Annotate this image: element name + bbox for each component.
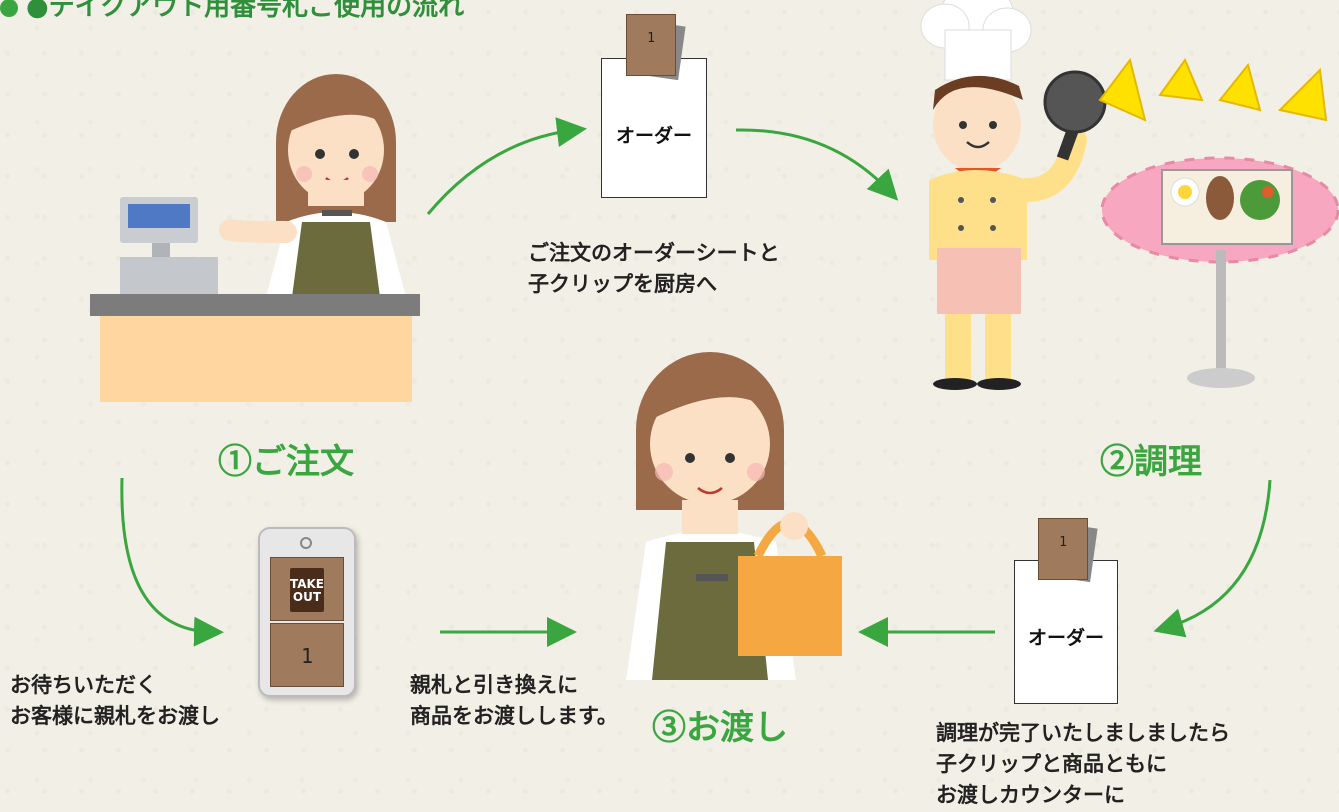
chef-illustration — [920, 0, 1107, 390]
arrow-order-to-tag — [120, 477, 224, 647]
page-title: ●テイクアウト用番号札ご使用の流れ — [0, 0, 464, 23]
desc-exchange: 親札と引き換えに 商品をお渡しします。 — [410, 673, 618, 728]
step-handover-label: ③お渡し — [652, 708, 788, 748]
desc-give-tag: お待ちいただく お客様に親札をお渡し — [10, 673, 220, 728]
step-order-label: ①ご注文 — [218, 442, 354, 482]
clip-top: 1 — [626, 14, 676, 76]
tag-top-panel: TAKE OUT — [270, 557, 344, 621]
clip-bottom: 1 — [1038, 518, 1088, 580]
takeout-bag-icon — [290, 568, 324, 612]
arrow-order-to-sheet — [426, 117, 587, 215]
staff-handover-illustration — [626, 352, 842, 680]
bullet-icon — [0, 0, 18, 17]
tag-hole — [300, 537, 312, 549]
step-cook-label: ②調理 — [1100, 442, 1202, 482]
order-sheet-bottom: オーダー — [1014, 560, 1118, 704]
arrow-cook-to-sheet — [1153, 479, 1272, 638]
tag-number-panel: 1 — [270, 623, 344, 687]
food-table-illustration — [1098, 57, 1339, 388]
arrow-sheet-to-chef — [735, 128, 899, 201]
desc-to-kitchen: ご注文のオーダーシートと 子クリップを厨房へ — [528, 241, 780, 296]
cashier-illustration — [90, 74, 420, 402]
desc-complete: 調理が完了いたしましましたら 子クリップと商品ともに お渡しカウンターに — [936, 721, 1230, 807]
takeout-tag: TAKE OUT 1 — [258, 527, 356, 697]
order-sheet-top: オーダー — [601, 58, 707, 198]
